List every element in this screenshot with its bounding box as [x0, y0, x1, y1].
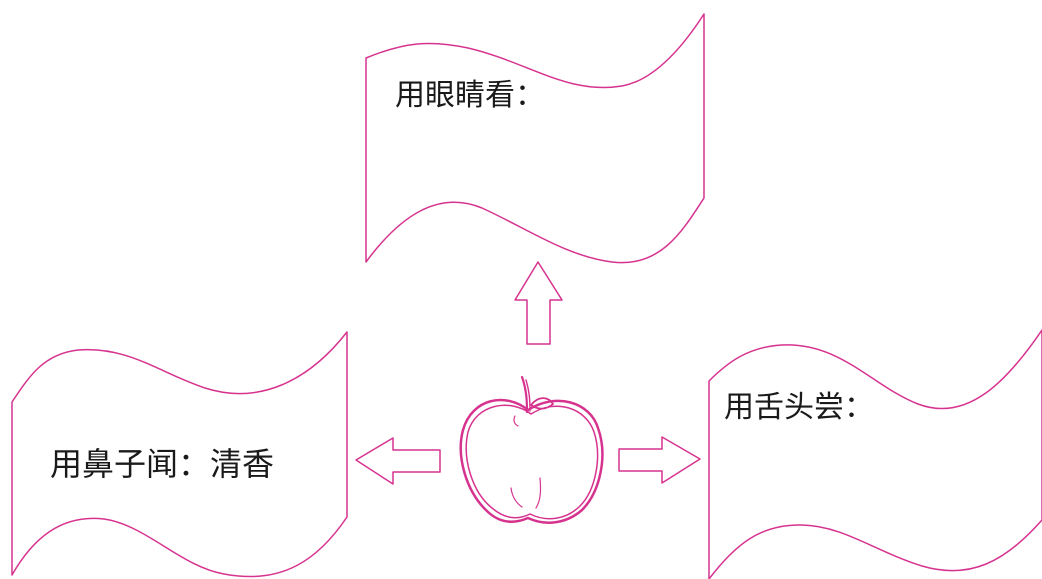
banner-top: 用眼睛看： [365, 13, 705, 264]
banner-left-shape [11, 331, 348, 578]
arrow-up-icon [514, 261, 563, 345]
banner-right: 用舌头尝： [708, 329, 1042, 579]
arrow-left-icon [355, 437, 441, 485]
banner-left-label: 用鼻子闻：清香 [50, 445, 274, 483]
banner-right-label: 用舌头尝： [724, 390, 874, 425]
banner-right-shape [708, 329, 1042, 579]
banner-top-shape [365, 13, 705, 264]
banner-left: 用鼻子闻：清香 [11, 331, 348, 578]
apple-icon [459, 375, 604, 524]
banner-top-label: 用眼睛看： [395, 78, 545, 113]
arrow-right-icon [618, 436, 701, 484]
